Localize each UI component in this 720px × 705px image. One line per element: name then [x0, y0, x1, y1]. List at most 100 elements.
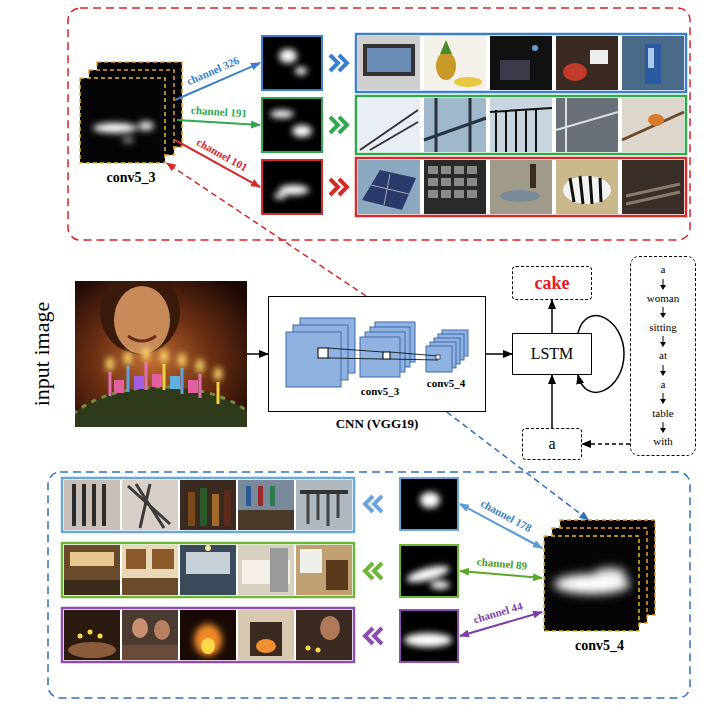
connector — [551, 300, 553, 333]
down-arrow-symbol — [663, 336, 664, 343]
layer-name: conv5_4 — [427, 377, 466, 390]
photo-strip — [205, 545, 211, 551]
channel-label: channel 178 — [478, 497, 533, 535]
heatmap — [420, 492, 440, 508]
photo-strip — [326, 560, 348, 590]
photo-strip — [224, 490, 231, 526]
heatmap — [404, 633, 452, 647]
down-arrow-symbol — [658, 279, 668, 290]
photo-strip — [490, 98, 552, 152]
photo-strip — [238, 480, 294, 530]
cnn-layers — [318, 348, 328, 358]
photo-strip — [424, 160, 486, 214]
photo-strip — [74, 484, 104, 526]
input-photo — [114, 286, 170, 354]
input-photo — [152, 374, 162, 387]
input-photo — [178, 353, 186, 367]
photo-strip — [122, 545, 178, 595]
down-arrow-symbol — [663, 393, 664, 400]
photo-strip — [648, 114, 664, 126]
cnn-layers — [328, 348, 438, 360]
photo-strip — [201, 638, 215, 654]
feature-map-stack — [93, 123, 137, 133]
photo-strip — [467, 178, 477, 186]
photo-strip — [296, 610, 352, 660]
photo-strip — [68, 642, 116, 658]
photo-strip — [98, 634, 103, 639]
photo-strip — [62, 543, 354, 597]
down-arrow-symbol — [658, 365, 668, 376]
photo-strip — [194, 624, 222, 656]
photo-strip — [500, 190, 540, 202]
photo-strip — [154, 620, 170, 640]
chevron — [374, 496, 382, 512]
bottom-panel — [48, 472, 690, 698]
photo-strip — [370, 122, 418, 150]
caption-sequence: awomansittingatatablewith — [630, 256, 696, 456]
input-photo — [128, 336, 156, 341]
photo-strip — [441, 166, 451, 174]
feature-map-stack — [80, 78, 165, 163]
photo-strip — [467, 166, 477, 174]
caption-word: with — [653, 435, 673, 448]
photo-strip — [454, 166, 464, 174]
cnn-layers — [436, 355, 440, 359]
photo-strip — [490, 108, 552, 152]
caption-word: at — [659, 349, 667, 362]
photo-strip — [441, 190, 451, 198]
caption-word: a — [661, 378, 666, 391]
chevron — [330, 55, 338, 71]
input-photo — [114, 374, 198, 393]
input-photo — [106, 357, 114, 371]
feature-map: conv5_3 — [80, 62, 182, 163]
heatmap — [400, 545, 458, 597]
channel-label: channel 101 — [195, 136, 250, 174]
photo-strip — [454, 77, 482, 87]
down-arrow-symbol — [660, 428, 666, 433]
photo-strip — [490, 160, 552, 214]
photo-strip — [200, 488, 207, 526]
photo-strip — [428, 178, 438, 186]
input-photo — [75, 387, 247, 427]
down-arrow-symbol — [663, 307, 664, 314]
photo-strip — [570, 176, 601, 204]
heatmap — [279, 185, 309, 195]
input-photo — [109, 372, 112, 396]
photo-strip — [238, 510, 294, 530]
layer-name: conv5_4 — [575, 638, 624, 654]
feature-map-stack — [544, 536, 639, 631]
photo-strip — [70, 552, 114, 566]
input-photo — [145, 362, 148, 390]
chevron — [339, 179, 347, 195]
photo-strip — [428, 166, 438, 174]
photo-strip — [132, 618, 148, 638]
photo-strip — [530, 164, 536, 188]
channel-arrow — [177, 120, 260, 125]
photo-strip — [424, 36, 486, 90]
photo-strip — [186, 552, 230, 574]
photo-strip — [358, 98, 420, 152]
photo-strip — [78, 630, 103, 639]
feature-map: conv5_4 — [544, 520, 655, 631]
photo-strip — [316, 648, 321, 653]
heatmap — [292, 125, 312, 137]
output-word: cake — [535, 273, 570, 294]
photo-strip — [62, 478, 354, 662]
photo-strip — [648, 48, 654, 68]
down-arrow-symbol — [660, 285, 666, 290]
down-arrow-symbol — [658, 336, 668, 347]
photo-strip — [180, 610, 236, 660]
photo-strip — [88, 630, 93, 635]
photo-strip — [358, 160, 420, 214]
feature-map-stack — [544, 520, 655, 631]
channel-label: channel 326 — [185, 54, 241, 88]
input-photo — [163, 364, 166, 390]
heatmap — [270, 110, 294, 118]
heatmap — [262, 160, 322, 214]
photo-strip — [64, 610, 120, 660]
chevron — [374, 563, 382, 579]
heatmap — [274, 193, 286, 199]
down-arrow-symbol — [660, 371, 666, 376]
photo-strip — [270, 548, 288, 592]
